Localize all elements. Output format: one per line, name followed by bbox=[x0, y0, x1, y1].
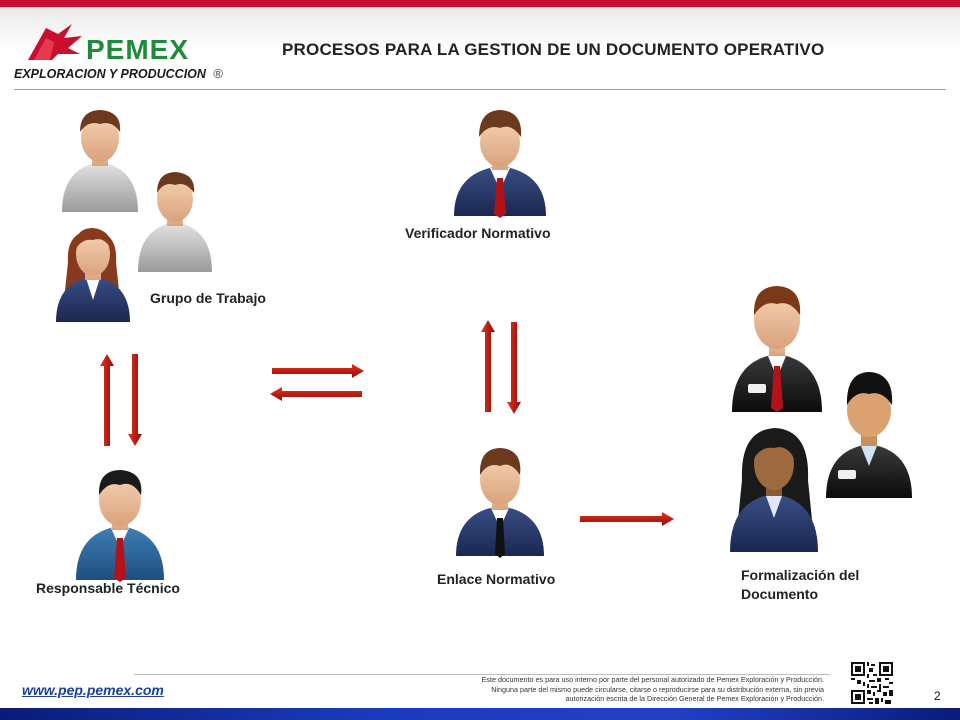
enlace-person-icon bbox=[456, 448, 544, 558]
registered-mark: ® bbox=[213, 66, 224, 81]
top-red-bar bbox=[0, 0, 960, 7]
label-enlace-normativo: Enlace Normativo bbox=[437, 571, 556, 587]
formalizacion-line-2: Documento bbox=[741, 586, 818, 602]
formalizacion-person-3-icon bbox=[730, 428, 818, 552]
brand-name: PEMEX bbox=[86, 34, 190, 65]
arrow-down-responsable bbox=[128, 354, 142, 446]
label-responsable-tecnico: Responsable Técnico bbox=[36, 580, 180, 596]
arrow-up-grupo bbox=[100, 354, 114, 446]
footer-disclaimer: Este documento es para uso interno por p… bbox=[360, 675, 824, 704]
qr-code-icon bbox=[851, 662, 893, 704]
disclaimer-line-3: autorización escrita de la Dirección Gen… bbox=[565, 694, 824, 703]
arrow-down-enlace bbox=[507, 322, 521, 414]
formalizacion-person-1-icon bbox=[732, 286, 822, 412]
formalizacion-line-1: Formalización del bbox=[741, 567, 860, 583]
grupo-person-1-icon bbox=[62, 110, 138, 212]
disclaimer-line-2: Ninguna parte del mismo puede circularse… bbox=[491, 684, 824, 694]
label-verificador-normativo: Verificador Normativo bbox=[405, 225, 551, 241]
subtitle-text: EXPLORACION Y PRODUCCION bbox=[14, 67, 206, 81]
grupo-person-2-icon bbox=[138, 172, 212, 272]
disclaimer-line-1: Este documento es para uso interno por p… bbox=[481, 675, 824, 684]
footer-divider bbox=[134, 674, 830, 675]
formalizacion-person-2-icon bbox=[826, 372, 912, 498]
arrow-up-verificador bbox=[481, 320, 495, 412]
brand-subtitle: EXPLORACION Y PRODUCCION ® bbox=[14, 66, 223, 81]
header-divider bbox=[14, 89, 946, 90]
responsable-person-icon bbox=[76, 470, 164, 582]
verificador-person-icon bbox=[454, 110, 546, 218]
header-background bbox=[0, 7, 960, 87]
grupo-person-3-icon bbox=[56, 228, 130, 322]
footer-blue-bar bbox=[0, 708, 960, 720]
arrow-right-horizontal bbox=[272, 364, 364, 378]
pemex-eagle-logo bbox=[28, 24, 82, 60]
website-link[interactable]: www.pep.pemex.com bbox=[22, 682, 164, 698]
label-grupo-de-trabajo: Grupo de Trabajo bbox=[150, 290, 266, 306]
page-title: PROCESOS PARA LA GESTION DE UN DOCUMENTO… bbox=[282, 40, 825, 59]
label-formalizacion: Formalización del Documento bbox=[741, 566, 859, 604]
page-number: 2 bbox=[934, 689, 941, 703]
arrow-left-horizontal bbox=[270, 387, 362, 401]
arrow-right-formalizacion bbox=[580, 512, 674, 526]
